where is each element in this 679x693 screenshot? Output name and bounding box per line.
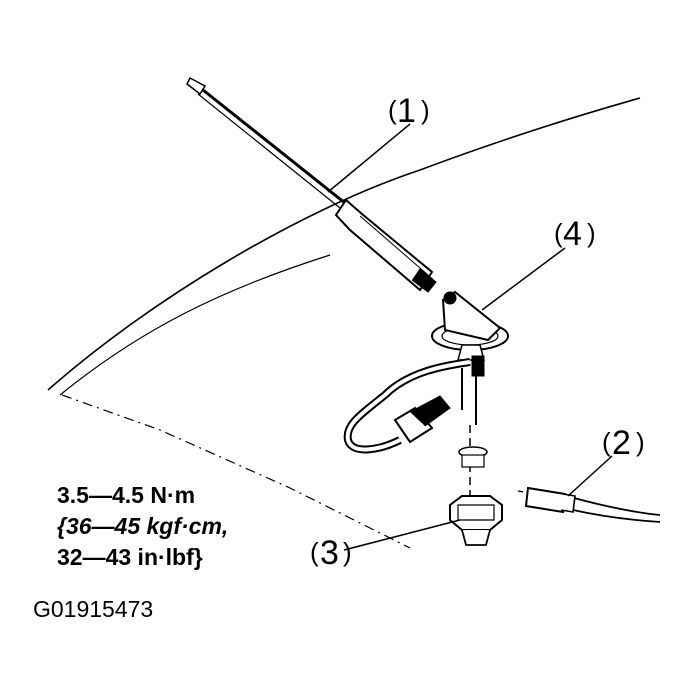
figure-id: G01915473 [33,596,154,622]
torque-spec: 3.5—4.5 N·m {36—45 kgf·cm, 32—43 in·lbf} [57,480,228,573]
antenna-mast [186,76,437,293]
callout-2-number: 2 [612,424,631,462]
svg-text:): ) [343,537,352,567]
svg-text:): ) [587,218,596,248]
nut [449,495,503,546]
body-panel-outline [47,97,641,549]
callout-3-number: 3 [320,534,339,572]
leader-line-1 [327,123,411,193]
torque-spec-nm: 3.5—4.5 N·m [57,482,196,508]
leader-lines [327,123,613,551]
svg-text:(: ( [554,218,563,248]
leader-line-2 [567,455,613,497]
svg-text:(: ( [602,427,611,457]
mounting-stud [458,425,488,500]
body-connector [517,486,661,523]
callout-2: ( 2 ) [602,424,645,462]
leader-line-3 [343,519,461,551]
svg-text:(: ( [388,95,397,125]
callout-4-number: 4 [563,215,582,253]
antenna-base [431,290,509,377]
svg-text:): ) [636,427,645,457]
leader-line-4 [481,247,566,311]
torque-spec-kgfcm: {36—45 kgf·cm, [57,513,229,539]
svg-text:(: ( [310,537,319,567]
callout-1-number: 1 [397,92,416,130]
svg-text:): ) [421,95,430,125]
torque-spec-inlbf: 32—43 in·lbf} [57,544,203,570]
callout-1: ( 1 ) [388,92,430,130]
callout-4: ( 4 ) [554,215,596,253]
feeder-cable [343,358,477,454]
callout-3: ( 3 ) [310,534,352,572]
